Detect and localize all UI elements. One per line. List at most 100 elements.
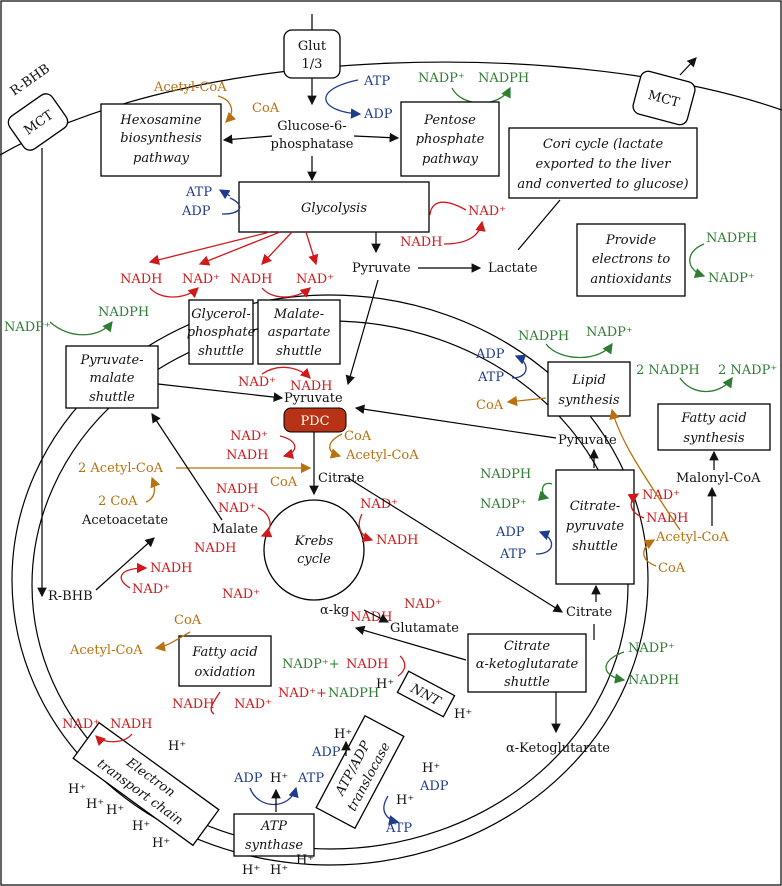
arc-faox-nad	[210, 691, 221, 715]
arc-atp-head	[218, 189, 231, 200]
arc-nad-glyco	[429, 201, 467, 216]
lipid-box	[547, 361, 631, 417]
krebs-label-1: Krebs	[294, 534, 334, 549]
nad-rbhb: NAD⁺	[132, 582, 170, 597]
fa-oxidation-box	[178, 635, 272, 687]
cori-l1: Cori cycle (lactate	[543, 137, 664, 152]
alpha-ketoglutarate: α-Ketoglutarate	[506, 741, 610, 756]
arc-atp-synthase	[249, 786, 299, 805]
antioxidants-box	[576, 223, 686, 297]
arrow-malate-shuttle	[151, 412, 223, 521]
coa-lipid: CoA	[476, 398, 504, 413]
pyrmal-l1: Pyruvate-	[79, 353, 143, 368]
arc-atp-glycolysis	[221, 197, 241, 215]
glycerol-l1: Glycerol-	[191, 307, 250, 322]
malasp-l2: aspartate	[268, 325, 331, 340]
citrate-cyto: Citrate	[566, 605, 613, 620]
glutamate: Glutamate	[390, 621, 459, 636]
nad-krebs-1: NAD⁺	[218, 501, 256, 516]
arrow-pyruvate-mito	[345, 279, 379, 386]
citrate-pyruvate-box	[555, 469, 635, 585]
rbhb-mito: R-BHB	[48, 589, 93, 604]
arrow-citakg-akg	[354, 625, 467, 661]
h-nnt-2: H⁺	[454, 707, 472, 722]
arc-antiox	[689, 243, 706, 279]
citakg-l3: shuttle	[504, 675, 550, 690]
arc-nad-mas	[261, 366, 311, 379]
cori-box	[508, 127, 698, 199]
arc-nad-pdc	[279, 435, 296, 459]
acetyl-coa-pdc: Acetyl-CoA	[345, 448, 419, 463]
arc-nadh-glyco	[443, 220, 486, 245]
akg-mito: α-kg	[320, 603, 349, 618]
adp-top: ADP	[363, 107, 393, 122]
pentose-l1: Pentose	[423, 113, 476, 128]
nadph-top: NADPH	[478, 71, 529, 86]
nad-krebs-4: NAD⁺	[404, 597, 442, 612]
arc-coa-citpyr	[643, 539, 657, 567]
nadh-1: NADH	[120, 272, 163, 287]
h-nnt-1: H⁺	[376, 677, 394, 692]
malate-aspartate-box	[257, 299, 341, 365]
lipid-l2: synthesis	[558, 393, 620, 408]
h-etc-4: H⁺	[106, 803, 124, 818]
pyrmal-l3: shuttle	[89, 390, 135, 405]
citrate-akg-box	[467, 633, 587, 693]
arc-krebs-1	[257, 507, 273, 538]
arrow-pyruvate-right-back	[354, 404, 557, 439]
nad-krebs-3: NAD⁺	[360, 497, 398, 512]
coa-pdc: CoA	[344, 429, 372, 444]
arrow-to-hexosamine	[222, 134, 273, 145]
adp-transl-out: ADP	[419, 779, 449, 794]
nadh-krebs-2: NADH	[194, 541, 237, 556]
glut-label: Glut	[298, 39, 327, 54]
citakg-l1: Citrate	[504, 639, 551, 654]
h-etc-2: H⁺	[68, 782, 86, 797]
nad-pdc: NAD⁺	[230, 429, 268, 444]
glycerol-l2: phosphate	[187, 325, 256, 340]
nadh-nnt: NADH	[346, 657, 389, 672]
adp-transl: ADP	[311, 745, 341, 760]
glycerol-box	[188, 299, 254, 365]
nadh-mas: NADH	[290, 379, 333, 394]
nadh-faox: NADH	[172, 697, 215, 712]
krebs-cycle-circle	[263, 499, 365, 601]
nadh-krebs-4: NADH	[350, 610, 393, 625]
atp-top: ATP	[363, 74, 390, 89]
line-lactate-cori	[517, 199, 561, 251]
adp-synthase: ADP	[233, 771, 263, 786]
hexosamine-box	[100, 103, 222, 177]
citakg-l2: α-ketoglutarate	[476, 657, 579, 672]
arc-acetyl-coa-top	[217, 95, 237, 123]
krebs-label-2: cycle	[297, 552, 331, 567]
pyruvate-malate-box	[65, 345, 159, 409]
arrow-akg-glutamate	[363, 609, 390, 623]
atp-synthase-box	[233, 813, 315, 857]
nadh-glyco-right: NADH	[400, 235, 443, 250]
nad-glyco-right: NAD⁺	[468, 204, 506, 219]
arc-transl-atp	[383, 795, 400, 826]
arc-etc	[95, 733, 133, 747]
faox-l2: oxidation	[195, 665, 256, 680]
arrow-red-1	[148, 231, 271, 265]
h-transl-2: H⁺	[422, 761, 440, 776]
pdc-box	[283, 407, 347, 433]
nadp-plus-nnt: NADP⁺+	[282, 657, 340, 672]
nadph-lipid: NADPH	[518, 329, 569, 344]
nadp-antiox: NADP⁺	[708, 271, 755, 286]
nnt-box: NNT	[396, 670, 456, 718]
cori-l2: exported to the liver	[536, 157, 672, 172]
h-transl-1: H⁺	[334, 727, 352, 742]
acetyl-coa-citpyr: Acetyl-CoA	[655, 530, 729, 545]
nadp-top: NADP⁺	[418, 71, 465, 86]
nad-krebs-2: NAD⁺	[222, 587, 260, 602]
antiox-l1: Provide	[605, 233, 657, 248]
arc-atp-adp-top	[325, 79, 362, 119]
antiox-l3: antioxidants	[590, 272, 671, 287]
adp-lipid: ADP	[475, 347, 505, 362]
arc-two-coa	[145, 476, 161, 503]
glycolysis-label: Glycolysis	[301, 201, 367, 216]
fasyn-l1: Fatty acid	[680, 411, 746, 426]
nad-etc: NAD⁺	[62, 717, 100, 732]
